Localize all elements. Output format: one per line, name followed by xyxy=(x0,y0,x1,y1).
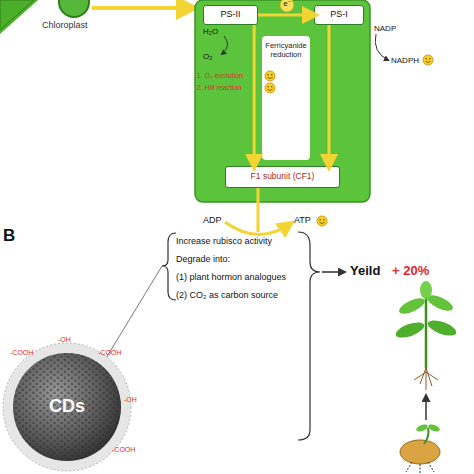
electron-flow-arrow xyxy=(258,14,314,17)
icon-label: Chloroplast xyxy=(42,20,112,30)
atp-stem xyxy=(257,188,260,232)
light-arrow xyxy=(92,6,192,10)
electron-label: e⁻ xyxy=(280,0,294,8)
photosystem-box: PS-II xyxy=(203,5,258,25)
seed-drawing xyxy=(400,423,441,474)
right-brace xyxy=(298,232,320,440)
node-text: PS-II xyxy=(220,10,240,20)
smiley xyxy=(423,55,433,65)
node-text: F1 subunit (CF1) xyxy=(251,172,315,181)
proton-flow-arrow xyxy=(328,25,331,166)
frame-gap xyxy=(262,36,310,160)
effect-note: 1. O₂ evolution xyxy=(197,72,257,80)
molecule-label: H₂O xyxy=(203,27,233,36)
functional-group: -COOH xyxy=(10,349,40,357)
nadph-arrow xyxy=(375,34,388,60)
molecule-label: O₂ xyxy=(203,52,225,61)
node-text: CDs xyxy=(49,397,85,417)
growth-arrow xyxy=(425,396,427,420)
smiley xyxy=(265,71,275,81)
process-label: Ferricyanide reduction xyxy=(262,42,310,59)
yield-value: + 20% xyxy=(392,264,452,279)
molecule-label: NADP xyxy=(374,24,414,33)
effect-text: (1) plant hormon analogues xyxy=(176,272,308,282)
functional-group: -OH xyxy=(124,396,144,404)
effect-text: Degrade into: xyxy=(176,254,308,264)
electron-circle xyxy=(280,0,294,12)
photosystem-box: PS-I xyxy=(314,5,364,25)
effect-text: Increase rubisco activity xyxy=(176,236,308,246)
functional-group: -COOH xyxy=(98,349,128,357)
functional-group: -OH xyxy=(58,336,78,344)
yield-arrow xyxy=(322,271,344,273)
proton-flow-arrow xyxy=(253,25,256,166)
node-text: PS-I xyxy=(330,10,348,20)
effect-text: (2) CO₂ as carbon source xyxy=(176,290,308,300)
carbon-dot-sphere: CDs xyxy=(0,340,134,474)
atp-synthase-box: F1 subunit (CF1) xyxy=(225,166,340,188)
left-brace xyxy=(162,233,176,300)
thylakoid-frame xyxy=(195,0,370,202)
functional-group: -COOH xyxy=(112,446,142,454)
leaf-icon xyxy=(0,0,38,34)
molecule-label: ADP xyxy=(203,215,233,225)
smiley xyxy=(317,216,327,226)
yield-label: Yeild xyxy=(350,264,392,279)
chloroplast-icon xyxy=(59,0,89,17)
effect-note: 2. Hill reaction xyxy=(197,84,257,92)
water-split-arrow xyxy=(222,36,228,54)
panel-letter: B xyxy=(3,226,23,246)
smiley xyxy=(265,83,275,93)
molecule-label: ATP xyxy=(294,215,318,225)
plant-drawing xyxy=(394,281,458,390)
molecule-label: NADPH xyxy=(391,56,431,65)
